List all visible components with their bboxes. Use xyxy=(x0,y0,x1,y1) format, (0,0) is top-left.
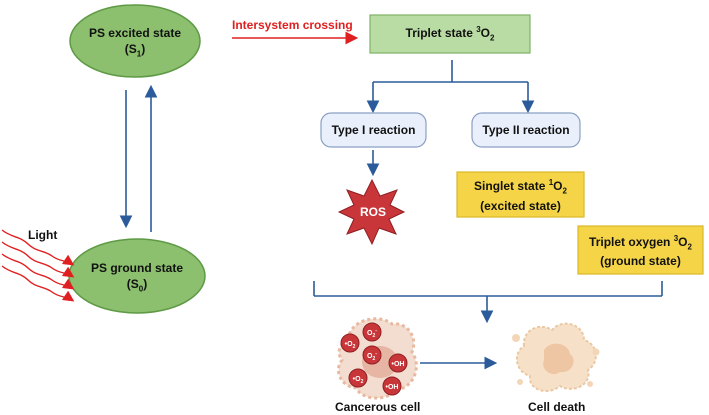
molecule-label: •OH xyxy=(392,361,405,368)
singlet-line2: (excited state) xyxy=(480,198,561,213)
molecule-bubble xyxy=(362,345,382,365)
molecule-label: O2- xyxy=(367,351,377,362)
ros-star xyxy=(337,178,406,246)
triplet-oxygen-sub: 2 xyxy=(687,242,692,252)
molecule-bubble xyxy=(348,368,368,388)
type2-label: Type II reaction xyxy=(482,122,570,137)
singlet-state-box xyxy=(456,171,585,218)
ps-excited-symbol: S xyxy=(128,42,137,56)
ps-ground-sub: 0 xyxy=(138,284,144,294)
triplet-oxygen-prefix: Triplet oxygen xyxy=(589,234,674,249)
singlet-mol: O xyxy=(553,179,563,194)
singlet-prefix: Singlet state xyxy=(474,179,549,194)
triplet-oxygen-sup: 3 xyxy=(673,233,679,243)
molecule-label: •O2 xyxy=(353,376,364,385)
triplet-oxygen-label: Triplet oxygen 3O2 (ground state) xyxy=(578,226,703,274)
ps-ground-symbol: S xyxy=(130,277,139,291)
cell-death-label: Cell death xyxy=(528,400,586,414)
type2-box xyxy=(471,112,581,148)
ros-label: ROS xyxy=(360,205,387,219)
molecule-label: •OH xyxy=(386,384,399,391)
ps-excited-label: PS excited state (S1) xyxy=(80,25,190,62)
ps-ground-label: PS ground state (S0) xyxy=(80,260,194,297)
type1-label: Type I reaction xyxy=(331,122,416,137)
singlet-sup: 1 xyxy=(548,178,554,188)
triplet-state-mol: O xyxy=(480,26,491,41)
triplet-oxygen-line2: (ground state) xyxy=(600,254,681,269)
light-rays xyxy=(1,229,75,302)
ps-excited-sub: 1 xyxy=(136,49,142,59)
intersystem-crossing-label: Intersystem crossing xyxy=(232,18,353,32)
molecule-bubble xyxy=(382,376,402,396)
molecule-bubble xyxy=(340,333,360,353)
cell-death-icon xyxy=(512,322,600,392)
molecule-bubble xyxy=(388,353,408,373)
ps-ground-title: PS ground state xyxy=(90,261,183,275)
molecule-label: •O2 xyxy=(345,341,356,350)
triplet-state-box xyxy=(369,14,531,54)
triplet-state-label: Triplet state 3O2 xyxy=(370,15,530,53)
singlet-sub: 2 xyxy=(562,186,567,196)
molecule-bubble xyxy=(362,322,382,342)
ps-excited-title: PS excited state xyxy=(88,26,182,40)
triplet-state-sub: 2 xyxy=(490,33,495,43)
cancerous-cell-label: Cancerous cell xyxy=(335,400,421,414)
light-label: Light xyxy=(28,228,58,242)
type1-box xyxy=(320,112,427,148)
triplet-state-prefix: Triplet state xyxy=(405,26,477,41)
ps-excited-ellipse xyxy=(69,4,201,78)
singlet-state-label: Singlet state 1O2 (excited state) xyxy=(457,172,584,217)
triplet-state-sup: 3 xyxy=(476,25,481,35)
triplet-oxygen-mol: O xyxy=(678,234,688,249)
molecule-label: O2- xyxy=(367,328,377,339)
triplet-oxygen-box xyxy=(577,225,704,275)
